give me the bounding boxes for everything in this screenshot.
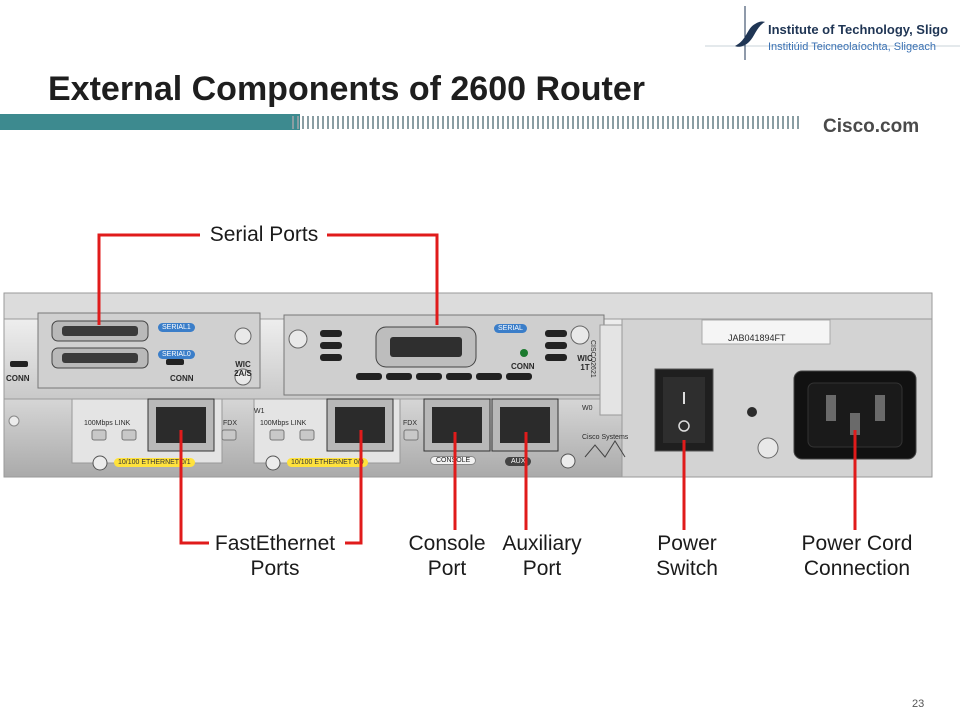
- header-stripe-pattern: [292, 116, 802, 129]
- auxiliary-port-label: Auxiliary Port: [492, 531, 592, 581]
- serial-ports-callout-line: [97, 233, 200, 325]
- fastethernet-callout-line: [179, 430, 209, 545]
- power-switch-label-line2: Switch: [656, 557, 718, 580]
- serial-ports-label: Serial Ports: [209, 223, 319, 246]
- serial-ports-callout-line-right: [327, 233, 439, 325]
- serial0-badge: SERIAL0: [158, 350, 195, 359]
- aux-label: AUX: [505, 457, 532, 466]
- institute-logo-graphic: [705, 0, 960, 78]
- slide-title: External Components of 2600 Router: [48, 70, 646, 108]
- fastethernet-callout-line-right: [345, 430, 363, 545]
- ethernet-0-1-label: 10/100 ETHERNET 0/1: [114, 458, 195, 467]
- serial-number-label: JAB041894FT: [728, 333, 786, 343]
- institute-logo: [705, 0, 960, 78]
- conn-label-left: CONN: [6, 374, 30, 383]
- link-led-label-left: 100Mbps LINK: [84, 420, 131, 427]
- conn-label-right: CONN: [511, 362, 535, 371]
- console-port-label: Console Port: [400, 531, 494, 581]
- console-label-line2: Port: [427, 557, 467, 580]
- power-cord-label-line1: Power Cord: [801, 532, 913, 555]
- fastethernet-label-line2: Ports: [250, 557, 300, 580]
- fdx-label-left: FDX: [223, 420, 237, 427]
- cisco-brand: Cisco.com: [823, 116, 920, 137]
- console-label: CONSOLE: [430, 456, 477, 465]
- router-rear-panel: [3, 292, 933, 478]
- power-cord-label-line2: Connection: [803, 557, 911, 580]
- wic-1t-label: WIC 1T: [577, 354, 593, 372]
- auxiliary-label-line2: Port: [522, 557, 562, 580]
- power-switch-label-line1: Power: [657, 532, 717, 555]
- power-cord-connection-label: Power Cord Connection: [787, 531, 927, 581]
- serial1-badge: SERIAL1: [158, 323, 195, 332]
- header-accent-bar: [0, 114, 300, 130]
- fastethernet-ports-label: FastEthernet Ports: [205, 531, 345, 581]
- conn-label-mid: CONN: [170, 374, 194, 383]
- wic-2as-label: WIC 2A/S: [234, 360, 252, 378]
- serial-badge: SERIAL: [494, 324, 527, 333]
- ethernet-0-0-label: 10/100 ETHERNET 0/0: [287, 458, 368, 467]
- page-number: 23: [912, 698, 925, 710]
- w1-label: W1: [254, 408, 265, 415]
- console-label-line1: Console: [408, 532, 486, 555]
- w0-label: W0: [582, 405, 593, 412]
- link-led-label-right: 100Mbps LINK: [260, 420, 307, 427]
- institute-name: Institute of Technology, Sligo: [768, 22, 949, 37]
- institute-name-irish: Institiúid Teicneolaíochta, Sligeach: [768, 41, 936, 53]
- auxiliary-label-line1: Auxiliary: [502, 532, 582, 555]
- fdx-label-right: FDX: [403, 420, 417, 427]
- cisco-systems-badge: Cisco Systems: [582, 434, 629, 441]
- fastethernet-label-line1: FastEthernet: [214, 532, 336, 555]
- power-switch-label: Power Switch: [640, 531, 734, 581]
